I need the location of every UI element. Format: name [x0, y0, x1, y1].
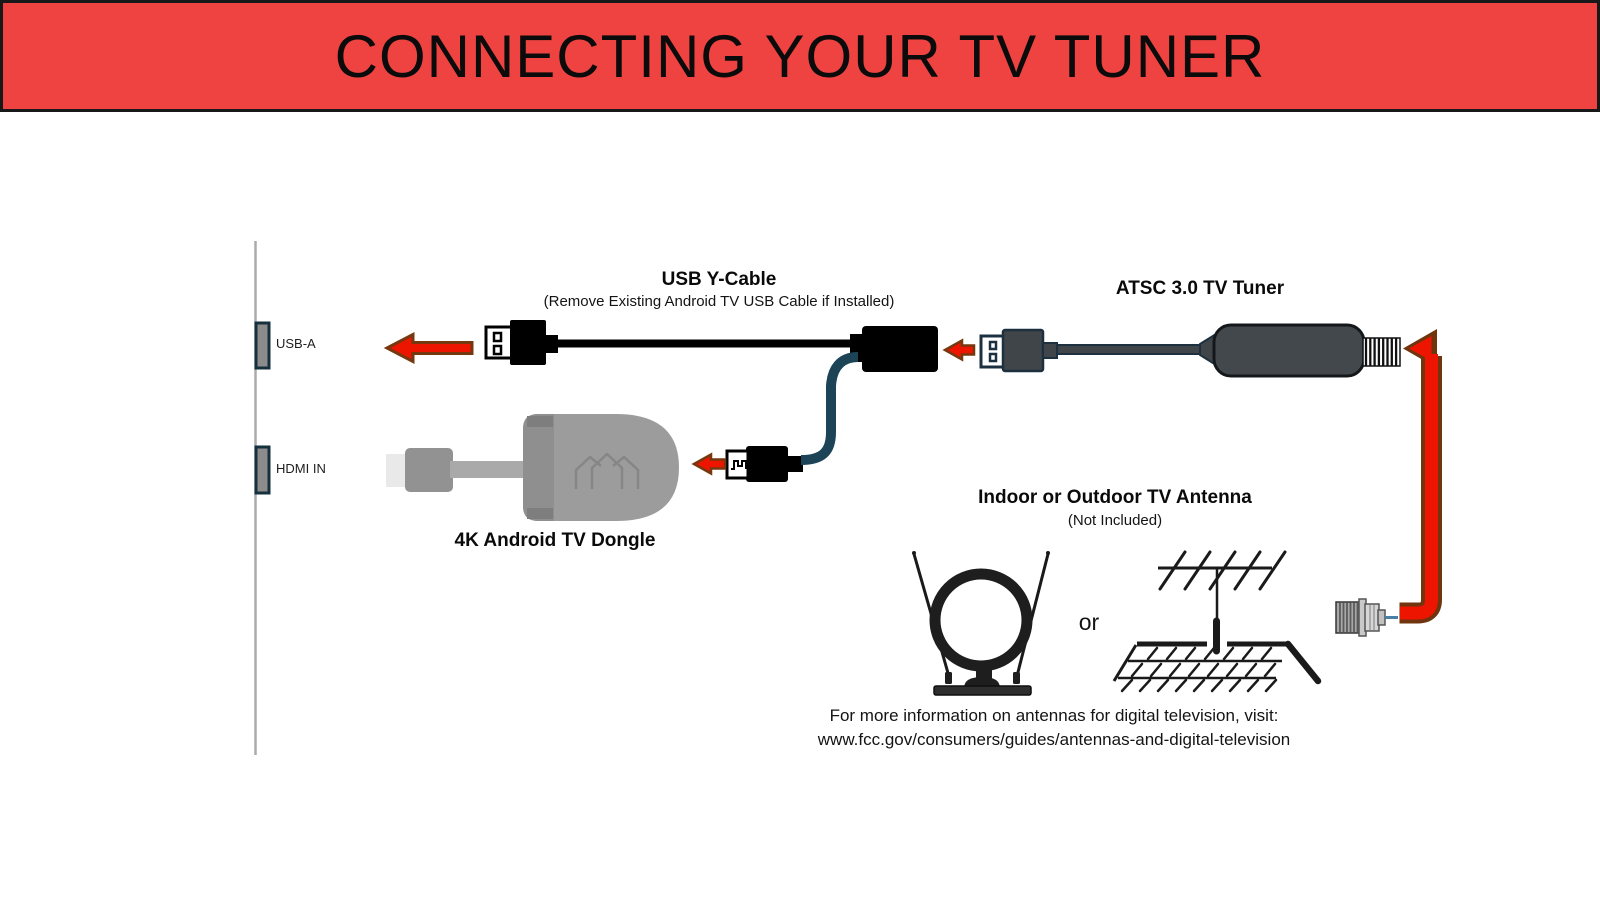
- ear-foot: [945, 672, 952, 684]
- coax-threads-base: [1362, 337, 1401, 367]
- connector-tip: [1377, 609, 1386, 626]
- red-arrow-to-y-cable: [942, 338, 976, 362]
- hdmi-plug-body: [405, 448, 453, 492]
- roof-hatching: [1120, 646, 1278, 693]
- tuner-body: [1212, 323, 1366, 378]
- arrow-head: [1409, 336, 1432, 361]
- tuner-usb-boot: [1042, 342, 1058, 359]
- hdmi-in-port: [254, 445, 271, 495]
- y-cable-branch-wire: [800, 352, 859, 465]
- dongle-neck: [450, 461, 528, 478]
- tuner-usb-body: [1001, 328, 1045, 373]
- micro-usb-glyph: [731, 460, 747, 470]
- arrow-left-icon: [383, 332, 474, 364]
- dongle-title: 4K Android TV Dongle: [454, 530, 656, 551]
- outdoor-antenna-icon: [1112, 550, 1322, 693]
- tuner-usb-metal: [979, 334, 1007, 369]
- antenna-title: Indoor or Outdoor TV Antenna: [978, 487, 1252, 508]
- ear-foot: [1013, 672, 1020, 684]
- dongle-corner-notch: [527, 416, 553, 427]
- y-cable-note: (Remove Existing Android TV USB Cable if…: [543, 293, 895, 310]
- usb-plug-hole: [988, 340, 998, 351]
- usb-a-plug-body: [510, 320, 546, 365]
- antenna-note: (Not Included): [1067, 512, 1163, 529]
- hdmi-in-port-label: HDMI IN: [276, 461, 326, 476]
- red-arrow-to-usb-port: [383, 332, 474, 364]
- atsc-tuner-diagram: [979, 323, 1401, 378]
- usb-plug-hole: [988, 352, 998, 363]
- arrow-left-icon: [691, 452, 727, 476]
- page-title: CONNECTING YOUR TV TUNER: [334, 22, 1266, 90]
- micro-usb-boot: [787, 456, 803, 472]
- indoor-antenna-icon: [912, 551, 1050, 696]
- tv-edge: [254, 241, 271, 755]
- knurl-stripes: [1339, 603, 1359, 632]
- y-cable-title: USB Y-Cable: [661, 269, 777, 290]
- roof-slope-right: [1284, 640, 1322, 685]
- coax-thread-connector: [1362, 337, 1401, 367]
- ear-tip: [1046, 551, 1050, 555]
- footer-info-line: For more information on antennas for dig…: [829, 706, 1279, 725]
- loop-ring: [929, 568, 1033, 672]
- dongle-corner-notch: [527, 508, 553, 519]
- hdmi-plug-tip: [386, 454, 408, 487]
- coax-connector-icon: [1335, 598, 1398, 637]
- arrow-left-icon: [942, 338, 976, 362]
- footer-url-line: www.fcc.gov/consumers/guides/antennas-an…: [817, 730, 1291, 749]
- roof-slope-left: [1112, 644, 1138, 682]
- ear-tip: [912, 551, 916, 555]
- usb-a-port: [254, 321, 271, 370]
- usb-plug-hole: [492, 344, 503, 356]
- usb-a-plug-boot: [546, 335, 558, 353]
- usb-y-cable-diagram: [484, 320, 938, 482]
- boom-elements: [1158, 550, 1287, 591]
- hex-nut: [1364, 603, 1380, 632]
- antenna-or-label: or: [1078, 609, 1100, 635]
- home-logo-icon: [574, 452, 640, 489]
- base-plate: [933, 685, 1032, 696]
- y-cable-main-wire: [556, 339, 864, 348]
- arrow-shaft: [1400, 354, 1438, 620]
- usb-plug-hole: [492, 331, 503, 343]
- dongle-left-band: [523, 414, 554, 521]
- red-arrow-antenna-to-tuner: [1399, 329, 1442, 624]
- title-banner: CONNECTING YOUR TV TUNER: [0, 0, 1600, 112]
- tuner-title: ATSC 3.0 TV Tuner: [1115, 278, 1285, 299]
- android-dongle-diagram: [386, 414, 679, 521]
- y-cable-female-block: [862, 326, 938, 372]
- red-arrow-to-dongle: [691, 452, 727, 476]
- usb-a-port-label: USB-A: [276, 336, 316, 351]
- tuner-wire: [1056, 344, 1204, 355]
- dongle-body: [523, 414, 679, 521]
- micro-usb-body: [746, 446, 788, 482]
